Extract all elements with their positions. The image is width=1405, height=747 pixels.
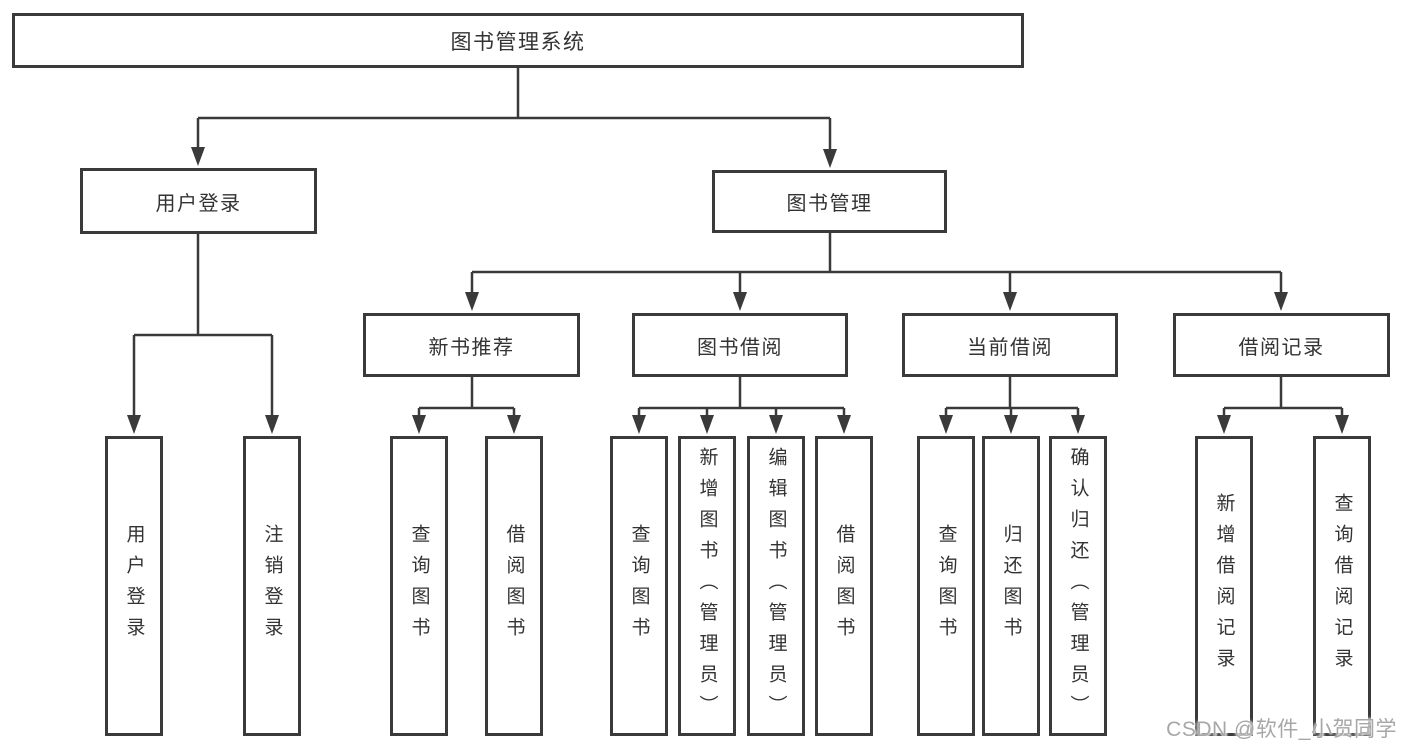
leaf-query-borrowing-record: 查询借阅记录	[1313, 436, 1371, 736]
leaf-edit-books-admin: 编辑图书（管理员）	[747, 436, 805, 736]
node-book-borrowing: 图书借阅	[632, 313, 848, 377]
leaf-confirm-return-admin: 确认归还（管理员）	[1049, 436, 1107, 736]
leaf-user-login: 用户登录	[105, 436, 163, 736]
leaf-add-books-admin: 新增图书（管理员）	[678, 436, 736, 736]
leaf-query-books-recommend: 查询图书	[390, 436, 448, 736]
leaf-add-borrowing-record: 新增借阅记录	[1195, 436, 1253, 736]
node-current-borrowing: 当前借阅	[902, 313, 1118, 377]
node-borrowing-records: 借阅记录	[1173, 313, 1390, 377]
node-new-book-recommendation: 新书推荐	[363, 313, 580, 377]
csdn-watermark: CSDN @软件_小贺同学	[1166, 718, 1397, 741]
node-user-login: 用户登录	[80, 168, 317, 234]
node-library-management-system: 图书管理系统	[12, 13, 1024, 68]
leaf-query-books-borrowing: 查询图书	[610, 436, 668, 736]
leaf-query-books-current: 查询图书	[917, 436, 975, 736]
node-book-management: 图书管理	[712, 170, 947, 233]
leaf-return-books: 归还图书	[982, 436, 1040, 736]
leaf-borrow-books-recommend: 借阅图书	[485, 436, 543, 736]
leaf-borrow-books-borrowing: 借阅图书	[815, 436, 873, 736]
leaf-logout: 注销登录	[243, 436, 301, 736]
